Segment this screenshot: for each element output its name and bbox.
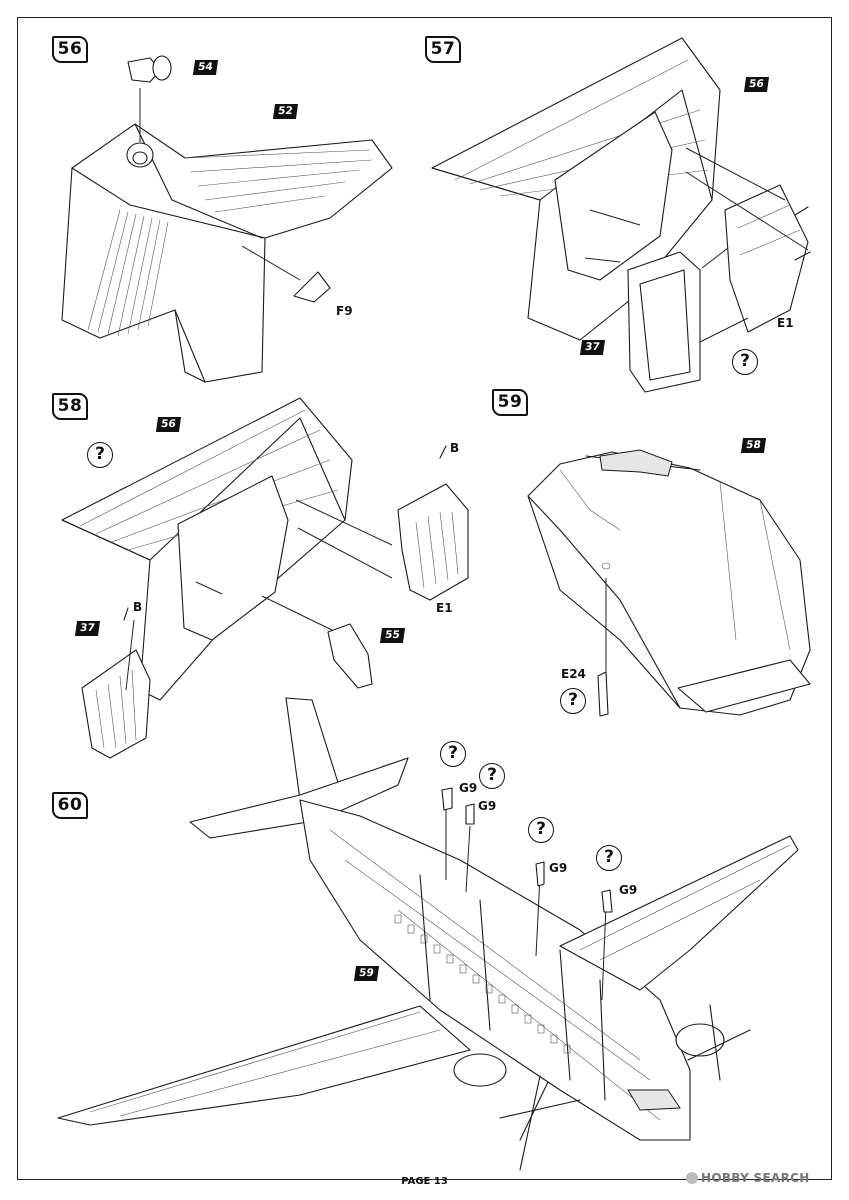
step-60-drawing: [57, 697, 799, 1171]
part-label-g9: G9: [459, 781, 478, 795]
step-number-57: 57: [425, 36, 461, 63]
part-tag-59: 59: [353, 966, 379, 981]
page-frame: [17, 17, 832, 1180]
watermark-logo-icon: [686, 1172, 698, 1184]
part-tag-52: 52: [272, 104, 298, 119]
part-label-e1: E1: [436, 601, 453, 615]
part-label-f9: F9: [336, 304, 353, 318]
step-number-60: 60: [52, 792, 88, 819]
part-label-g9: G9: [619, 883, 638, 897]
part-tag-37: 37: [579, 340, 605, 355]
part-label-b: B: [450, 441, 460, 455]
step-number-58: 58: [52, 393, 88, 420]
watermark-text: HOBBY SEARCH: [701, 1171, 810, 1185]
step-58-drawing: [61, 397, 469, 759]
unknown-part-marker: ?: [560, 688, 586, 714]
page-number: PAGE 13: [401, 1176, 448, 1187]
unknown-part-marker: ?: [479, 763, 505, 789]
part-tag-58: 58: [740, 438, 766, 453]
step-57-drawing: [431, 37, 811, 393]
part-label-e24: E24: [561, 667, 586, 681]
unknown-part-marker: ?: [732, 349, 758, 375]
step-number-56: 56: [52, 36, 88, 63]
unknown-part-marker: ?: [87, 442, 113, 468]
part-tag-37: 37: [74, 621, 100, 636]
part-tag-56: 56: [155, 417, 181, 432]
step-number-59: 59: [492, 389, 528, 416]
step-56-drawing: [61, 55, 393, 383]
part-label-e1: E1: [777, 316, 794, 330]
part-label-g9: G9: [549, 861, 568, 875]
watermark: HOBBY SEARCH: [686, 1171, 810, 1185]
part-tag-54: 54: [192, 60, 218, 75]
part-label-b: B: [133, 600, 143, 614]
part-tag-56: 56: [743, 77, 769, 92]
unknown-part-marker: ?: [528, 817, 554, 843]
unknown-part-marker: ?: [596, 845, 622, 871]
part-tag-55: 55: [379, 628, 405, 643]
unknown-part-marker: ?: [440, 741, 466, 767]
step-59-drawing: [527, 449, 811, 717]
part-label-g9: G9: [478, 799, 497, 813]
